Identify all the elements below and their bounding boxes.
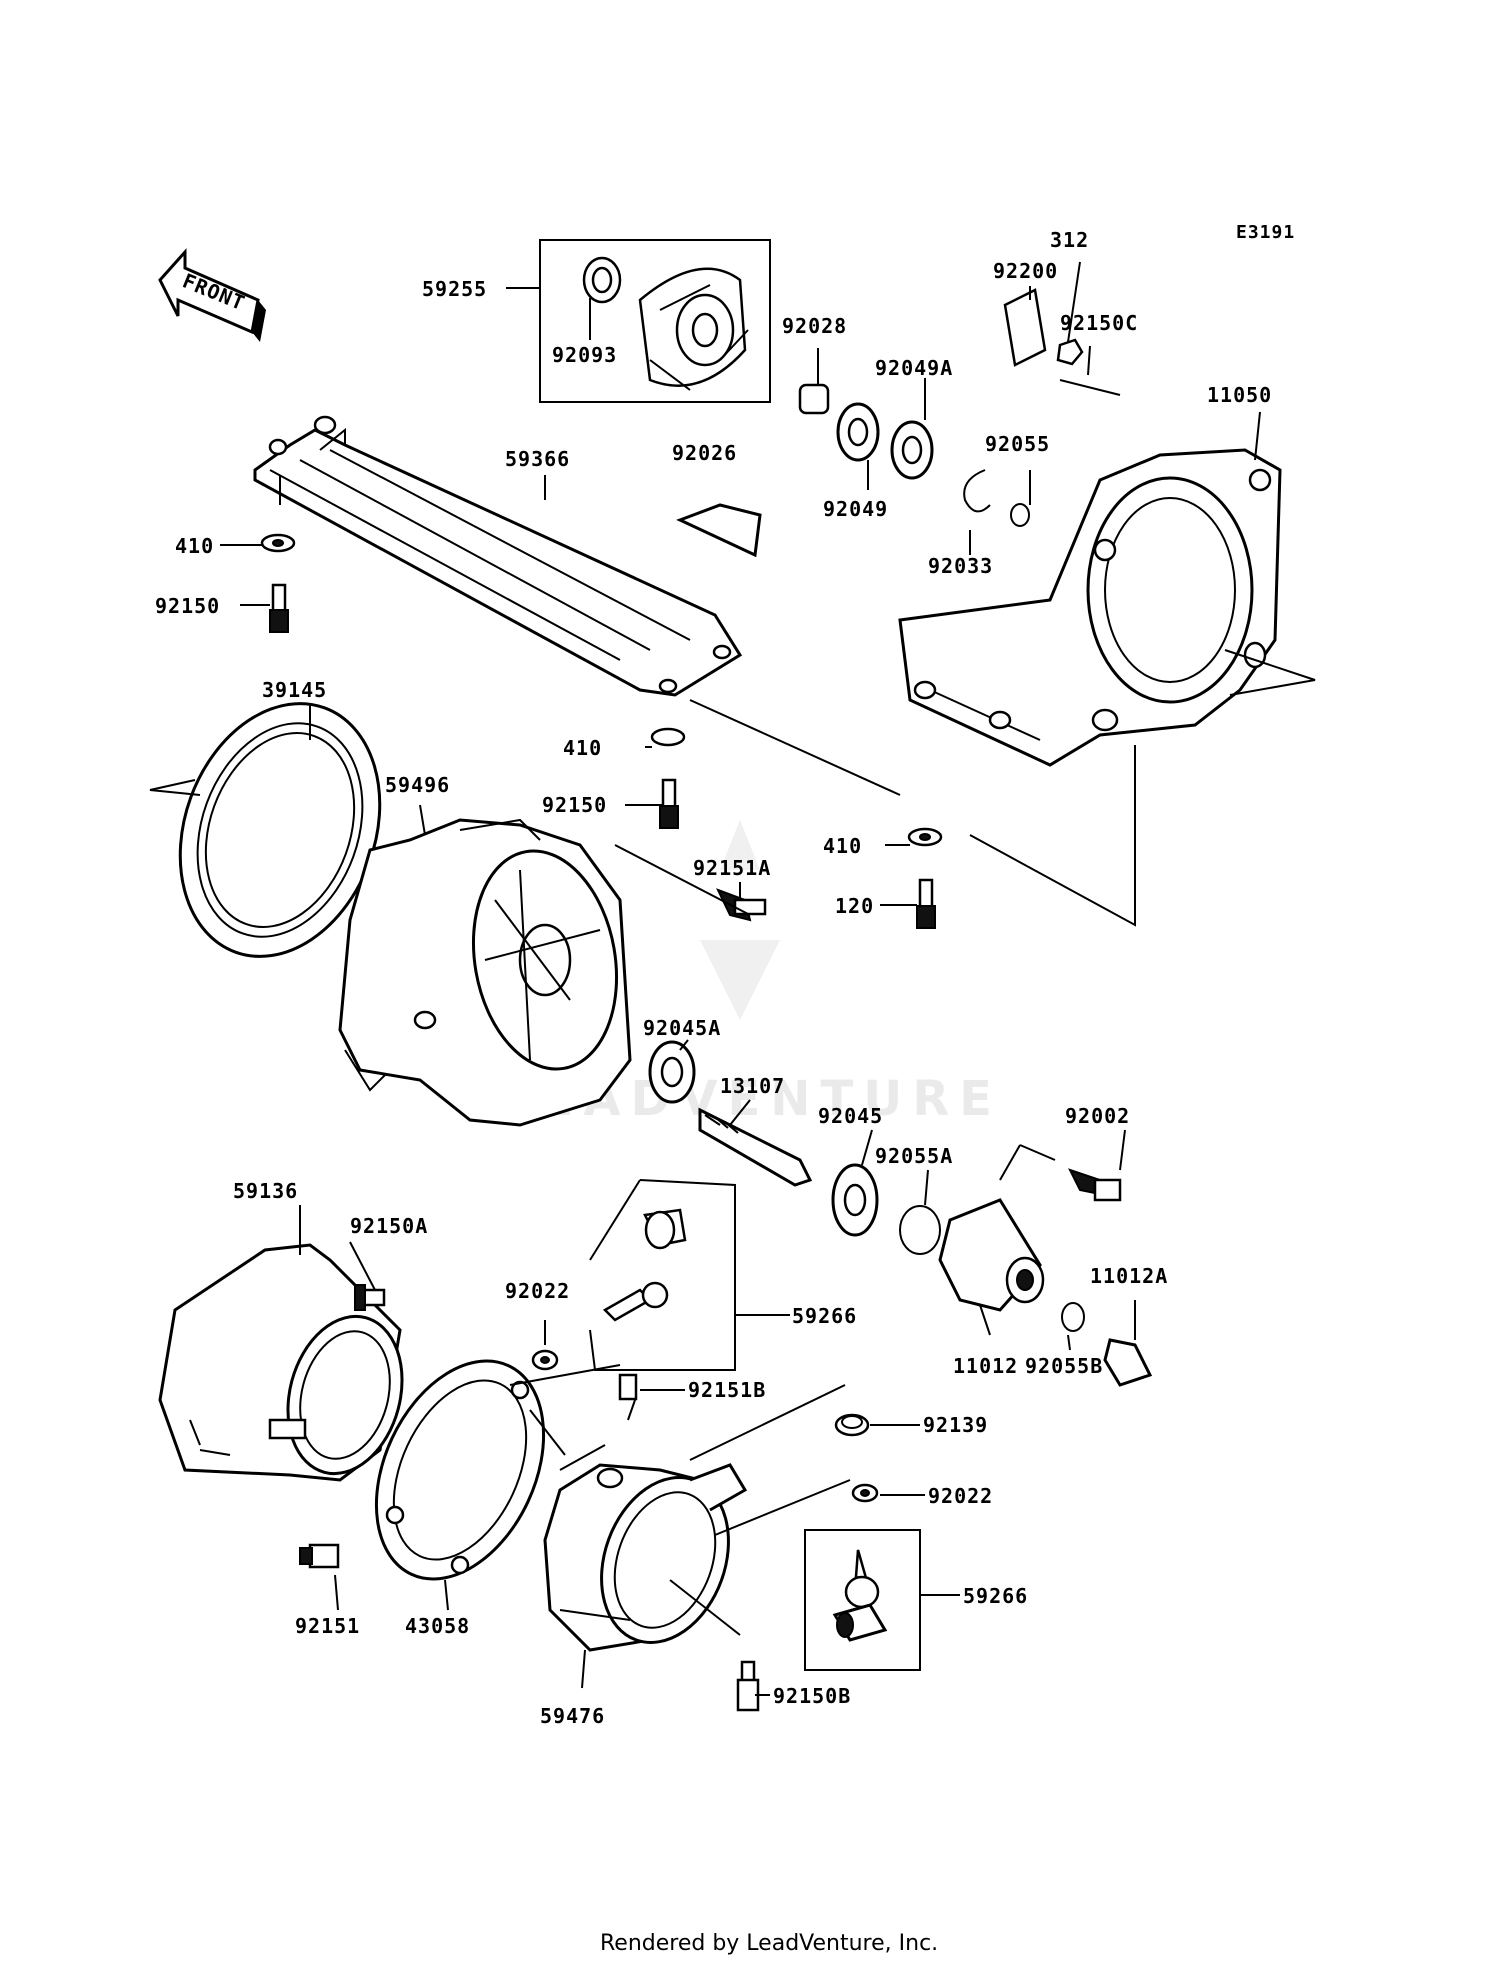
- reference-lines: [149, 649, 1316, 1636]
- label-92150A[interactable]: 92150A: [350, 1214, 428, 1238]
- label-92002[interactable]: 92002: [1065, 1104, 1130, 1128]
- label-92022-lower[interactable]: 92022: [928, 1484, 993, 1508]
- bearing-parts-group: [798, 288, 1121, 527]
- label-92150-mid[interactable]: 92150: [542, 793, 607, 817]
- diagram-code: E3191: [1236, 222, 1295, 243]
- label-92150-left[interactable]: 92150: [155, 594, 220, 618]
- label-92026[interactable]: 92026: [672, 441, 737, 465]
- label-410-top[interactable]: 410: [175, 534, 214, 558]
- ride-plate-59366: [253, 415, 743, 697]
- label-92033[interactable]: 92033: [928, 554, 993, 578]
- label-92151A[interactable]: 92151A: [693, 856, 771, 880]
- label-92045[interactable]: 92045: [818, 1104, 883, 1128]
- cap-11012: [938, 1168, 1153, 1387]
- ring-39145: [178, 702, 382, 958]
- label-92049[interactable]: 92049: [823, 497, 888, 521]
- part-labels: 59255 92093 92028 312 92200 92150C 92049…: [155, 228, 1272, 1728]
- label-59255[interactable]: 59255: [422, 277, 487, 301]
- leader-lines: [220, 261, 1261, 1696]
- label-92055[interactable]: 92055: [985, 432, 1050, 456]
- label-92028[interactable]: 92028: [782, 314, 847, 338]
- label-92150C[interactable]: 92150C: [1060, 311, 1138, 335]
- label-92055A[interactable]: 92055A: [875, 1144, 953, 1168]
- impeller-assembly: [539, 239, 771, 403]
- label-59136[interactable]: 59136: [233, 1179, 298, 1203]
- label-92151[interactable]: 92151: [295, 1614, 360, 1638]
- front-arrow-icon: FRONT: [158, 248, 266, 342]
- ring-43058: [299, 1359, 546, 1581]
- label-11012[interactable]: 11012: [953, 1354, 1018, 1378]
- label-59266-upper[interactable]: 59266: [792, 1304, 857, 1328]
- pump-case-11050: [898, 448, 1282, 767]
- link-assembly-59266-upper: [589, 1179, 736, 1371]
- link-assembly-59266-lower: [804, 1529, 921, 1671]
- part-92026: [676, 503, 762, 558]
- fasteners-upper: [260, 533, 943, 929]
- label-59266-lower[interactable]: 59266: [963, 1584, 1028, 1608]
- label-410-mid[interactable]: 410: [563, 736, 602, 760]
- label-92151B[interactable]: 92151B: [688, 1378, 766, 1402]
- label-92049A[interactable]: 92049A: [875, 356, 953, 380]
- fasteners-lower: [531, 1208, 879, 1712]
- label-43058[interactable]: 43058: [405, 1614, 470, 1638]
- label-11012A[interactable]: 11012A: [1090, 1264, 1168, 1288]
- label-59366[interactable]: 59366: [505, 447, 570, 471]
- deflector-59476: [543, 1463, 748, 1652]
- label-92055B[interactable]: 92055B: [1025, 1354, 1103, 1378]
- label-13107[interactable]: 13107: [720, 1074, 785, 1098]
- label-39145[interactable]: 39145: [262, 678, 327, 702]
- label-410-right[interactable]: 410: [823, 834, 862, 858]
- label-92139[interactable]: 92139: [923, 1413, 988, 1437]
- label-92045A[interactable]: 92045A: [643, 1016, 721, 1040]
- label-120[interactable]: 120: [835, 894, 874, 918]
- label-92093[interactable]: 92093: [552, 343, 617, 367]
- label-59476[interactable]: 59476: [540, 1704, 605, 1728]
- label-92200[interactable]: 92200: [993, 259, 1058, 283]
- nozzle-59136: [158, 1243, 404, 1482]
- pump-housing-59496: [338, 818, 632, 1127]
- label-92150B[interactable]: 92150B: [773, 1684, 851, 1708]
- label-59496[interactable]: 59496: [385, 773, 450, 797]
- footer-credit: Rendered by LeadVenture, Inc.: [600, 1931, 938, 1956]
- label-92022-upper[interactable]: 92022: [505, 1279, 570, 1303]
- label-11050[interactable]: 11050: [1207, 383, 1272, 407]
- shaft-and-bearings: [648, 1040, 941, 1255]
- label-312[interactable]: 312: [1050, 228, 1089, 252]
